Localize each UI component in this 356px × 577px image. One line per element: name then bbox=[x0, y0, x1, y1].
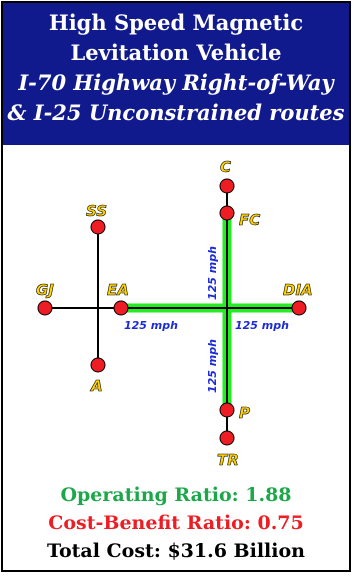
station-label-p: P bbox=[239, 404, 250, 422]
station-dia bbox=[291, 300, 307, 316]
station-ea bbox=[113, 300, 129, 316]
station-label-dia: DIA bbox=[283, 281, 313, 299]
station-ss bbox=[90, 219, 106, 235]
station-c bbox=[219, 178, 235, 194]
title-line-1: High Speed Magnetic bbox=[48, 10, 304, 35]
station-label-ss: SS bbox=[86, 202, 107, 220]
speed-label-east: 125 mph bbox=[235, 319, 289, 332]
speed-label-west: 125 mph bbox=[124, 319, 178, 332]
speed-label-south: 125 mph bbox=[206, 339, 219, 393]
station-a bbox=[90, 357, 106, 373]
operating-ratio: Operating Ratio: 1.88 bbox=[60, 484, 292, 506]
station-label-fc: FC bbox=[239, 211, 260, 229]
route-map: C FC SS GJ EA DIA A P TR 125 mph 125 mph… bbox=[36, 158, 313, 470]
station-label-gj: GJ bbox=[36, 281, 54, 299]
subtitle-line-1: I-70 Highway Right-of-Way bbox=[18, 70, 334, 95]
station-fc bbox=[219, 205, 235, 221]
total-cost: Total Cost: $31.6 Billion bbox=[47, 540, 305, 562]
station-label-c: C bbox=[220, 158, 231, 176]
route-card: High Speed Magnetic Levitation Vehicle I… bbox=[1, 1, 351, 572]
speed-label-north: 125 mph bbox=[206, 246, 219, 300]
footer: Operating Ratio: 1.88 Cost-Benefit Ratio… bbox=[3, 481, 349, 565]
station-p bbox=[219, 402, 235, 418]
subtitle-line-2: & I-25 Unconstrained routes bbox=[7, 100, 345, 125]
title-line-2: Levitation Vehicle bbox=[70, 40, 282, 65]
station-label-ea: EA bbox=[107, 281, 129, 299]
cost-benefit-ratio: Cost-Benefit Ratio: 0.75 bbox=[48, 512, 304, 534]
header: High Speed Magnetic Levitation Vehicle I… bbox=[3, 3, 349, 145]
station-gj bbox=[37, 300, 53, 316]
station-label-tr: TR bbox=[217, 451, 239, 469]
station-tr bbox=[219, 430, 235, 446]
station-label-a: A bbox=[90, 377, 103, 395]
